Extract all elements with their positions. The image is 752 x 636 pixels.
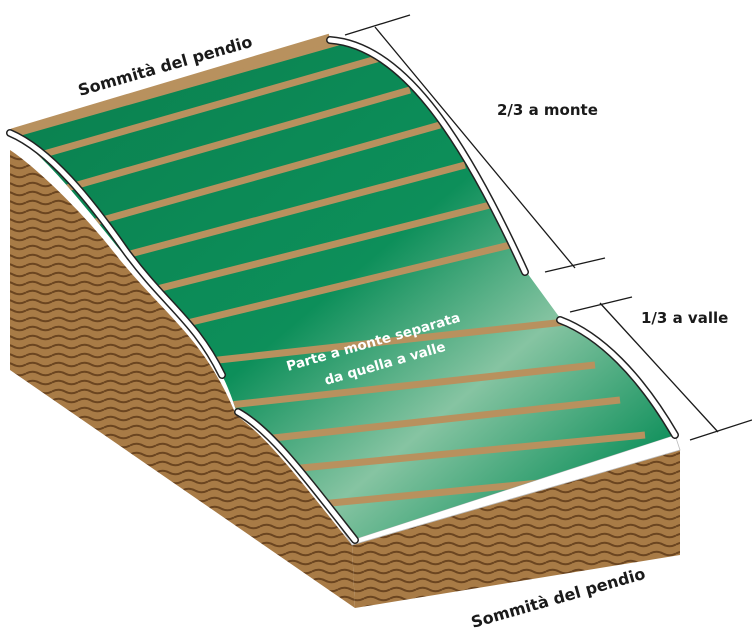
dim-line-upper (374, 26, 576, 269)
contour-strip (29, 54, 381, 162)
soil-side-left (10, 150, 355, 608)
dim-line-lower (599, 302, 719, 433)
contour-strip (279, 431, 646, 474)
contour-strip (254, 396, 621, 444)
dimension-lines (344, 14, 752, 441)
contour-strips (12, 40, 675, 509)
contour-strip (229, 361, 596, 409)
dim-tick-bottom (689, 419, 752, 441)
contour-strip (59, 86, 411, 194)
crest-edge-top (10, 33, 332, 138)
contour-strip (144, 201, 491, 296)
contour-strip (199, 318, 566, 366)
label-upper-part: 2/3 a monte (497, 101, 598, 119)
contour-strip (84, 121, 441, 229)
dim-tick-middle-upper (544, 257, 606, 273)
contour-strip (174, 241, 511, 330)
dim-tick-top (344, 14, 411, 36)
soil-side-front (352, 450, 680, 608)
label-lower-part: 1/3 a valle (641, 309, 728, 327)
contour-strip (114, 161, 466, 262)
